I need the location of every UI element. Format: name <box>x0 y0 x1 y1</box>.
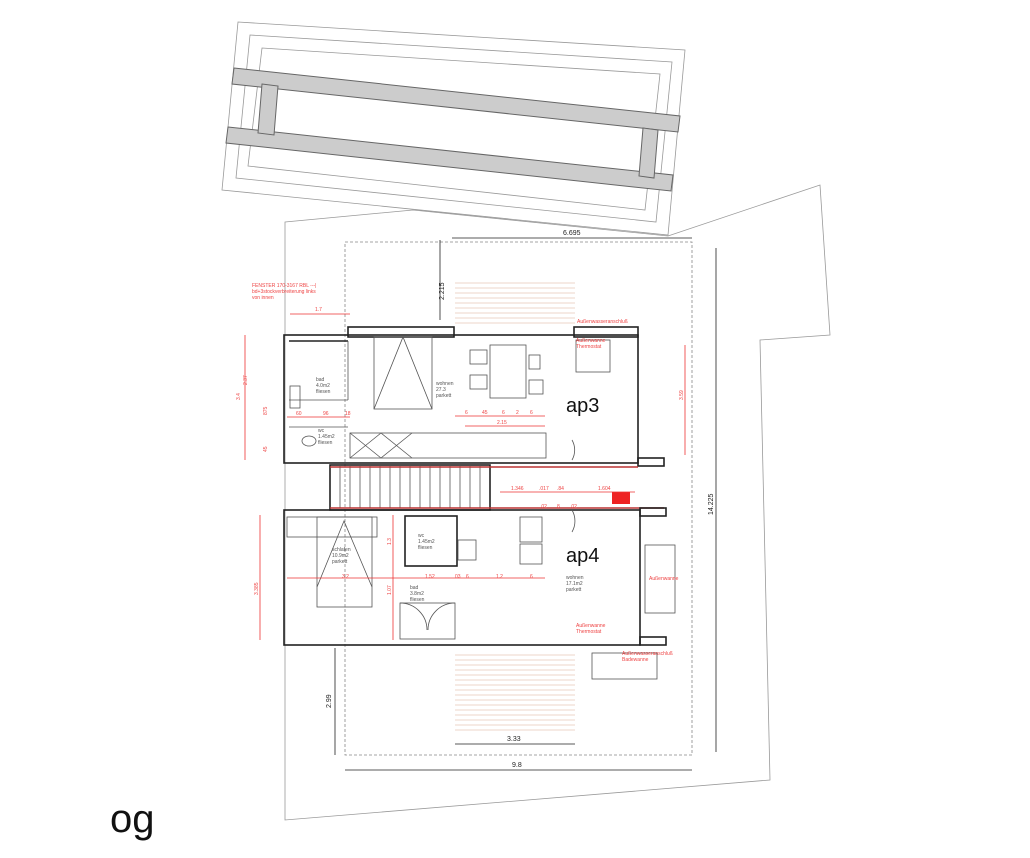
ap3-walls <box>283 326 665 467</box>
svg-text:1.346: 1.346 <box>511 486 524 492</box>
svg-text:bd+3stockverbreiterung links: bd+3stockverbreiterung links <box>252 289 316 295</box>
svg-text:27.3: 27.3 <box>436 387 446 393</box>
annotations: FENSTER 170-3167 RBL ---| bd+3stockverbr… <box>252 283 679 663</box>
svg-text:60: 60 <box>296 411 302 417</box>
svg-text:fliesen: fliesen <box>318 440 333 446</box>
svg-text:Außenwanne: Außenwanne <box>576 338 606 344</box>
ap3-room-bad: bad 4.0m2 fliesen <box>316 377 331 395</box>
svg-text:Außenwanne: Außenwanne <box>576 623 606 629</box>
ap3-label: ap3 <box>566 395 599 417</box>
svg-text:.017: .017 <box>539 486 549 492</box>
svg-text:6: 6 <box>530 574 533 580</box>
svg-text:parkett: parkett <box>332 559 348 565</box>
svg-text:3.2: 3.2 <box>342 574 349 580</box>
svg-text:Badewanne: Badewanne <box>622 657 649 663</box>
svg-text:3.4: 3.4 <box>236 393 242 400</box>
svg-text:Außenwasseranschluß: Außenwasseranschluß <box>577 319 628 325</box>
ap4-room-wohnen: wohnen 17.1m2 parkett <box>566 575 584 593</box>
svg-text:3.385: 3.385 <box>254 582 260 595</box>
svg-text:Thermostat: Thermostat <box>576 344 602 350</box>
svg-text:parkett: parkett <box>566 587 582 593</box>
svg-text:45: 45 <box>263 446 269 452</box>
svg-text:1.7: 1.7 <box>315 307 322 313</box>
svg-text:Außenwasseranschluß: Außenwasseranschluß <box>622 651 673 657</box>
svg-text:6: 6 <box>530 410 533 416</box>
svg-text:9.8: 9.8 <box>512 762 522 769</box>
ap3-room-wohnen: wohnen 27.3 parkett <box>436 381 454 399</box>
lot-outline <box>284 184 831 821</box>
svg-text:2.15: 2.15 <box>497 420 507 426</box>
dimension-lines <box>334 237 717 771</box>
svg-text:6: 6 <box>502 410 505 416</box>
svg-text:.02: .02 <box>570 504 577 510</box>
svg-text:17.1m2: 17.1m2 <box>566 581 583 587</box>
svg-text:96: 96 <box>323 411 329 417</box>
roof-outline <box>221 21 686 236</box>
svg-text:2.215: 2.215 <box>439 282 446 300</box>
svg-text:fliesen: fliesen <box>418 545 433 551</box>
svg-text:1.604: 1.604 <box>598 486 611 492</box>
svg-text:schlafen: schlafen <box>332 547 351 553</box>
staircase <box>329 464 664 511</box>
ap4-label: ap4 <box>566 545 599 567</box>
svg-text:1.52: 1.52 <box>425 574 435 580</box>
svg-text:wohnen: wohnen <box>436 381 454 387</box>
svg-text:fliesen: fliesen <box>410 597 425 603</box>
svg-text:wc: wc <box>418 533 425 539</box>
svg-text:1.45m2: 1.45m2 <box>418 539 435 545</box>
svg-text:4.0m2: 4.0m2 <box>316 383 330 389</box>
svg-text:bad: bad <box>410 585 419 591</box>
svg-text:3.33: 3.33 <box>507 736 521 743</box>
dimension-labels: 6.695 2.215 1.7 14.225 3.59 2.15 6 45 6 … <box>236 230 715 769</box>
svg-text:6.695: 6.695 <box>563 230 581 237</box>
svg-text:3.59: 3.59 <box>679 390 685 400</box>
svg-text:3.8m2: 3.8m2 <box>410 591 424 597</box>
ap4-room-bad: bad 3.8m2 fliesen <box>410 585 425 603</box>
svg-text:45: 45 <box>482 410 488 416</box>
ap4-room-wc: wc 1.45m2 fliesen <box>418 533 435 551</box>
floor-title: og <box>110 797 155 841</box>
ap4-walls <box>283 507 676 680</box>
ap3-furniture <box>289 335 611 461</box>
svg-text:Außenwanne: Außenwanne <box>649 576 679 582</box>
svg-text:6: 6 <box>465 410 468 416</box>
svg-text:.02: .02 <box>540 504 547 510</box>
svg-text:fliesen: fliesen <box>316 389 331 395</box>
balcony-outline <box>344 241 693 756</box>
svg-text:875: 875 <box>263 406 269 415</box>
svg-text:03: 03 <box>455 574 461 580</box>
ap3-room-wc: wc 1.45m2 fliesen <box>318 428 335 446</box>
svg-text:14.225: 14.225 <box>708 493 715 515</box>
svg-text:10.9m2: 10.9m2 <box>332 553 349 559</box>
svg-text:parkett: parkett <box>436 393 452 399</box>
svg-text:2: 2 <box>516 410 519 416</box>
svg-text:6: 6 <box>466 574 469 580</box>
svg-text:wohnen: wohnen <box>566 575 584 581</box>
roof-beams <box>225 67 681 192</box>
svg-text:2.99: 2.99 <box>326 694 333 708</box>
svg-text:1.3: 1.3 <box>387 538 393 545</box>
svg-text:wc: wc <box>318 428 325 434</box>
svg-text:von innen: von innen <box>252 295 274 301</box>
svg-text:1.2: 1.2 <box>496 574 503 580</box>
svg-text:8: 8 <box>557 504 560 510</box>
svg-text:18: 18 <box>345 411 351 417</box>
deck-top <box>455 282 575 324</box>
ap4-room-schlafen: schlafen 10.9m2 parkett <box>332 547 351 565</box>
deck-bottom <box>455 654 575 731</box>
svg-text:Thermostat: Thermostat <box>576 629 602 635</box>
svg-text:.84: .84 <box>557 486 564 492</box>
red-dimension-lines <box>244 313 686 640</box>
svg-text:FENSTER 170-3167 RBL ---|: FENSTER 170-3167 RBL ---| <box>252 283 316 289</box>
svg-text:2.37: 2.37 <box>243 375 249 385</box>
svg-text:bad: bad <box>316 377 325 383</box>
svg-text:1.07: 1.07 <box>387 585 393 595</box>
svg-text:1.45m2: 1.45m2 <box>318 434 335 440</box>
